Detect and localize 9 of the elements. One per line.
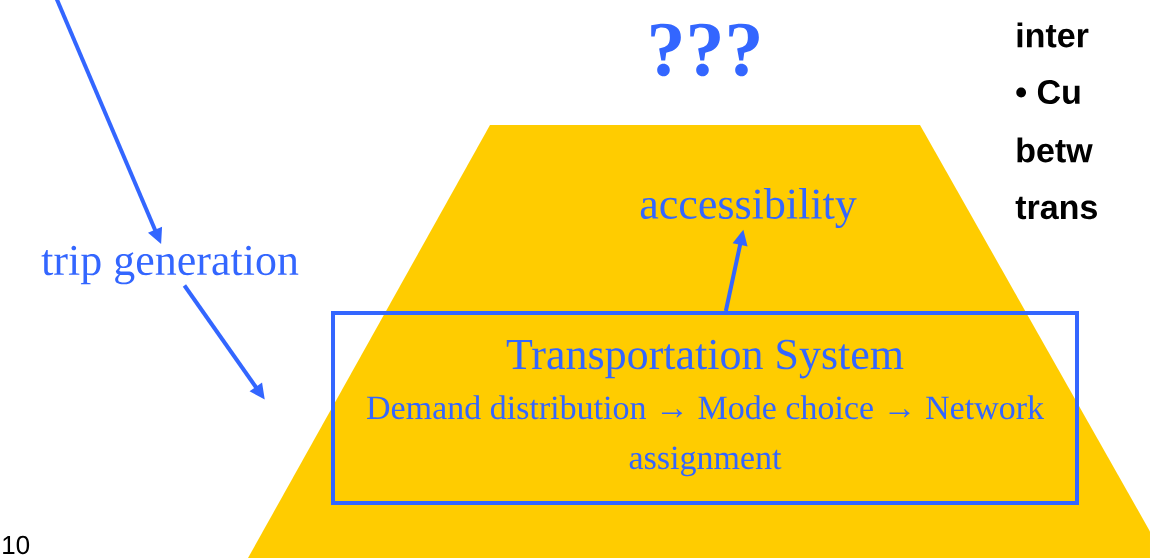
process-label: trip generation <box>41 245 299 285</box>
bullet-text: • Cu <box>1016 79 1080 105</box>
process-box: Transportation System Demand distribution → Mode choice → Network assignment <box>331 311 1079 505</box>
bullet-text: betw <box>1017 137 1093 163</box>
bullet-text: trans <box>1015 196 1097 220</box>
bullet-text: inter <box>1017 22 1089 48</box>
question-marks: ??? <box>651 23 759 77</box>
process-label: accessibility <box>640 188 857 228</box>
page-number: 10 <box>3 535 30 555</box>
